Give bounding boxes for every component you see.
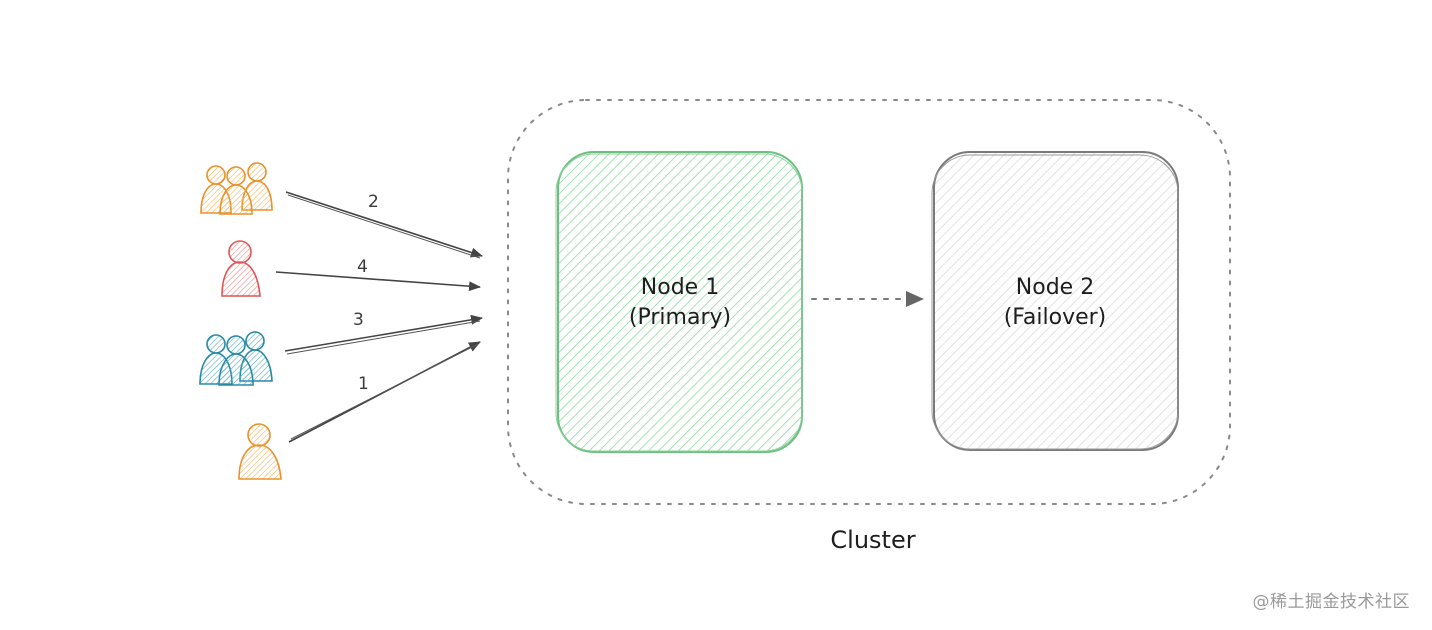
request-label-1: 1 bbox=[358, 374, 369, 394]
node-failover: Node 2 (Failover) bbox=[931, 151, 1179, 451]
node-failover-title: Node 2 bbox=[1016, 275, 1094, 300]
replication-arrow bbox=[811, 291, 924, 307]
user-icon-red bbox=[221, 240, 261, 297]
node-failover-role: (Failover) bbox=[1004, 305, 1107, 330]
user-group-icon-teal bbox=[199, 331, 273, 386]
watermark: @稀土掘金技术社区 bbox=[1252, 592, 1410, 612]
cluster-label: Cluster bbox=[830, 526, 915, 554]
request-label-4: 4 bbox=[357, 257, 368, 277]
request-arrow-3 bbox=[284, 314, 483, 355]
request-arrow-4 bbox=[275, 271, 481, 292]
request-label-2: 2 bbox=[368, 192, 379, 212]
cluster-boundary bbox=[507, 99, 1231, 505]
request-arrow-2 bbox=[285, 191, 483, 259]
request-arrow-1 bbox=[288, 341, 481, 443]
node-primary-role: (Primary) bbox=[629, 305, 731, 330]
node-primary-title: Node 1 bbox=[641, 275, 719, 300]
user-icon-orange bbox=[238, 423, 282, 480]
node-primary: Node 1 (Primary) bbox=[555, 151, 803, 453]
request-label-3: 3 bbox=[353, 310, 364, 330]
user-group-icon-orange bbox=[200, 162, 273, 215]
